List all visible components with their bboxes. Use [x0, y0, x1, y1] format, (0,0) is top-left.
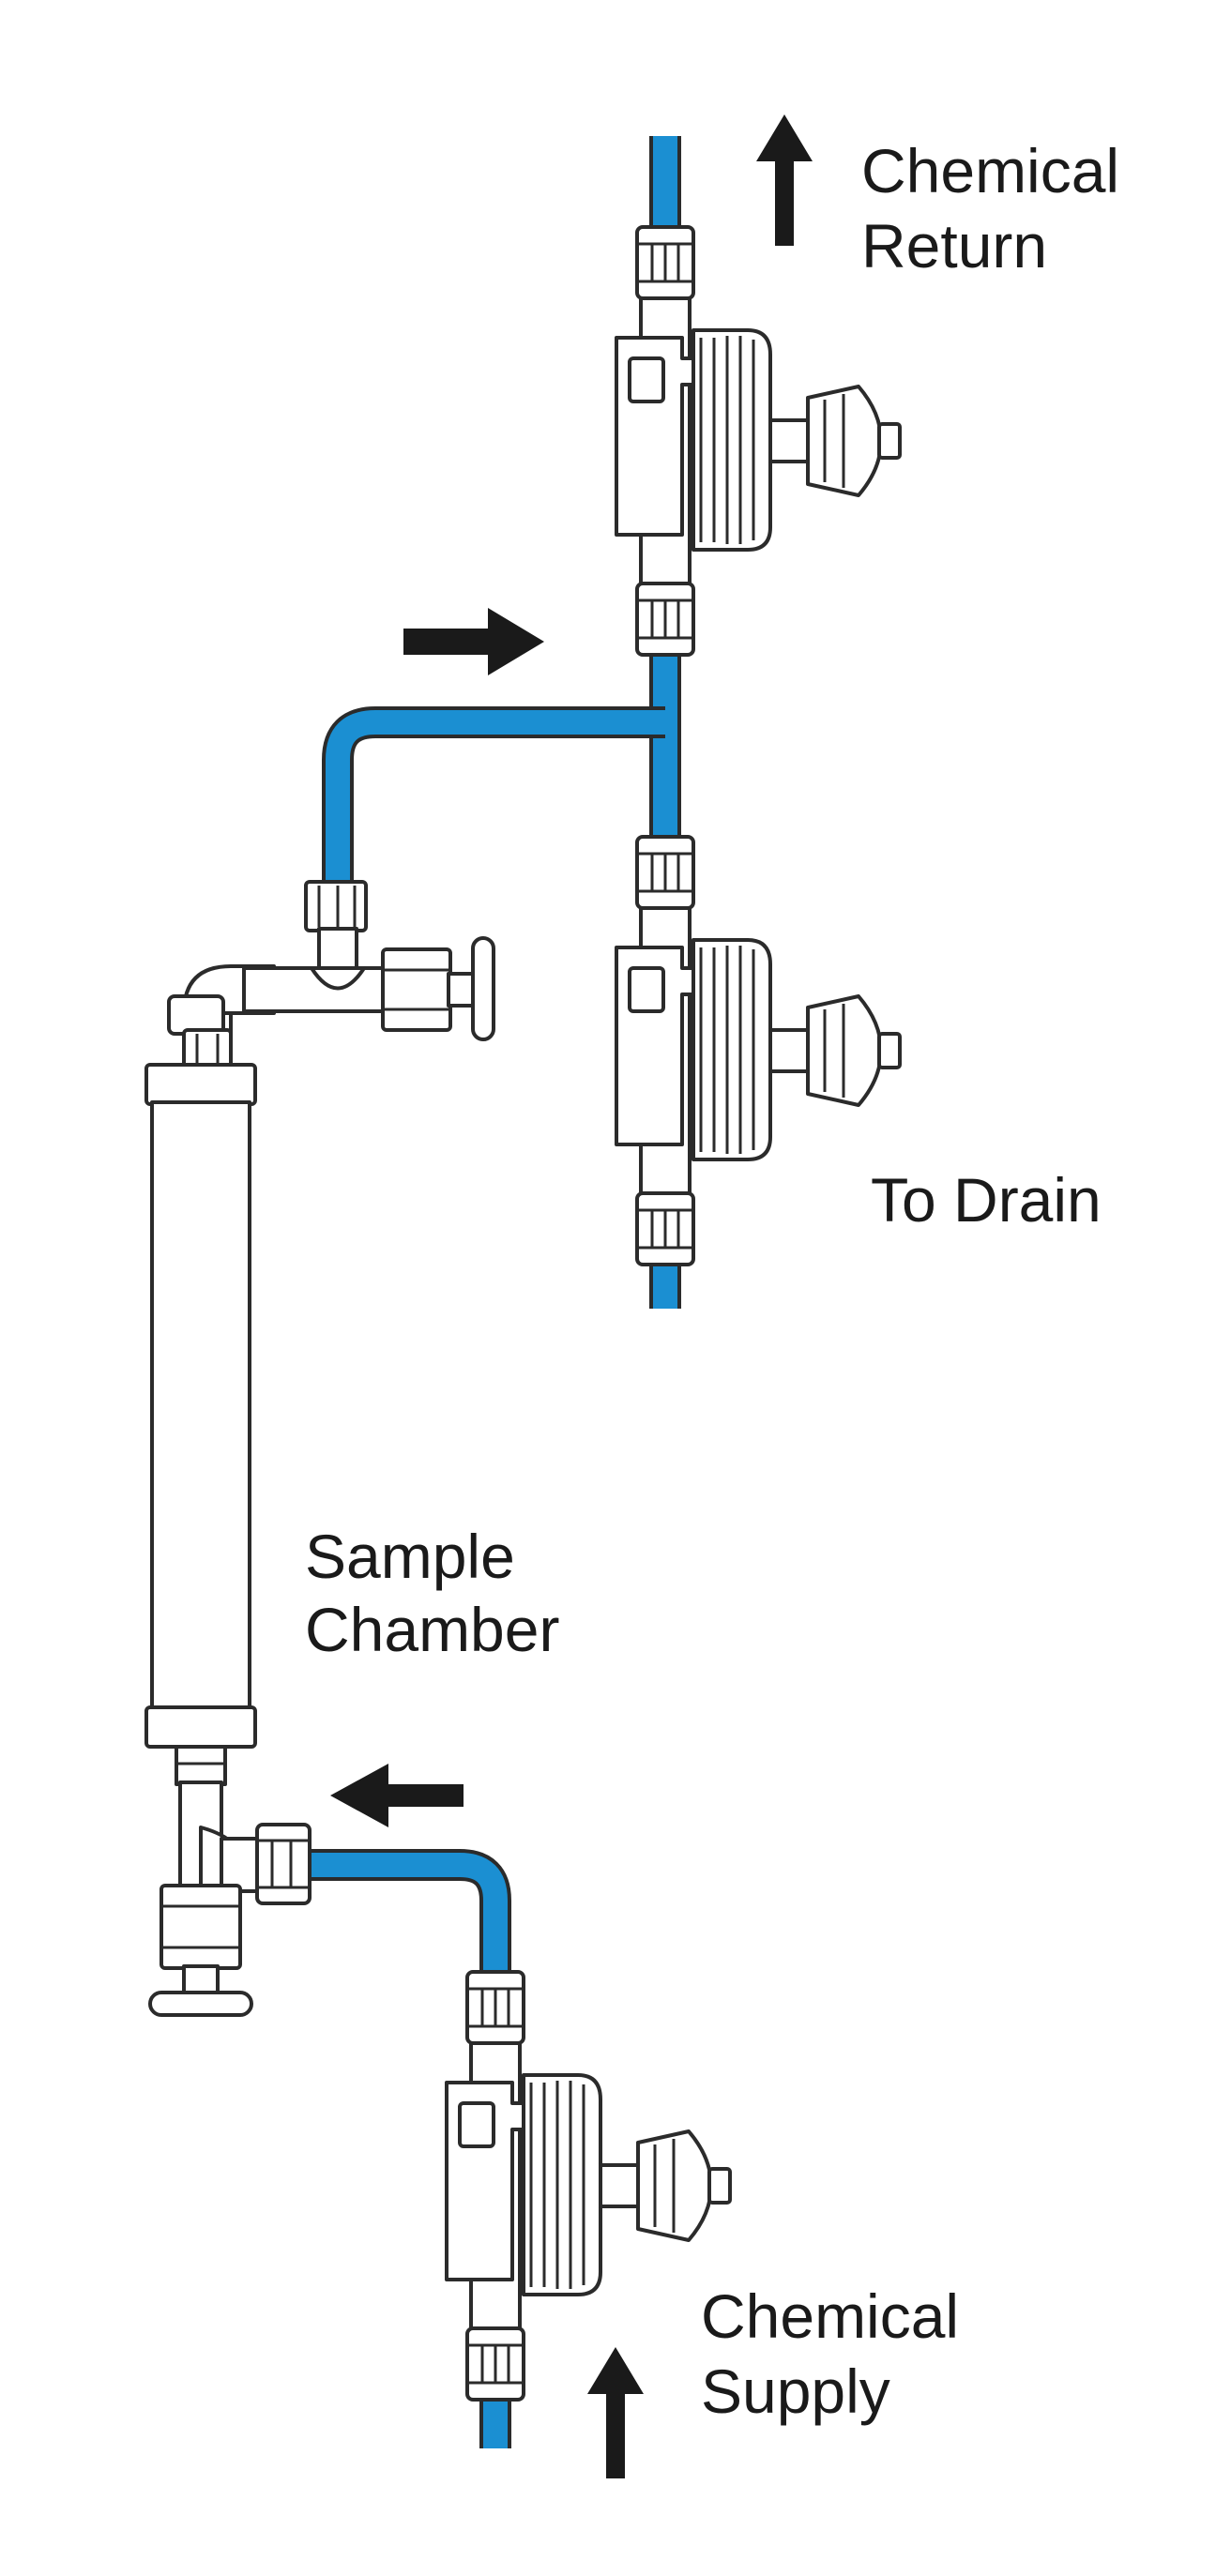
to-drain-label: To Drain — [871, 1165, 1102, 1235]
return-valve — [616, 227, 900, 655]
chemical-supply-label: Chemical Supply — [701, 2281, 976, 2426]
chamber-bottom-cap — [144, 1705, 257, 1749]
chamber-top-cap — [144, 1063, 257, 1106]
branch-tube — [322, 706, 665, 891]
arrow-up-return-icon — [756, 114, 813, 246]
arrow-left-icon — [330, 1764, 464, 1827]
sample-chamber — [144, 880, 495, 2017]
chamber-body — [150, 1100, 251, 1709]
sample-chamber-label: Sample Chamber — [305, 1522, 559, 1664]
arrow-up-supply-icon — [587, 2347, 644, 2478]
arrow-icon — [330, 114, 813, 2478]
supply-valve — [447, 1972, 730, 2400]
arrow-right-icon — [403, 608, 544, 675]
drain-valve — [616, 837, 900, 1265]
chemical-return-label: Chemical Return — [861, 136, 1136, 280]
